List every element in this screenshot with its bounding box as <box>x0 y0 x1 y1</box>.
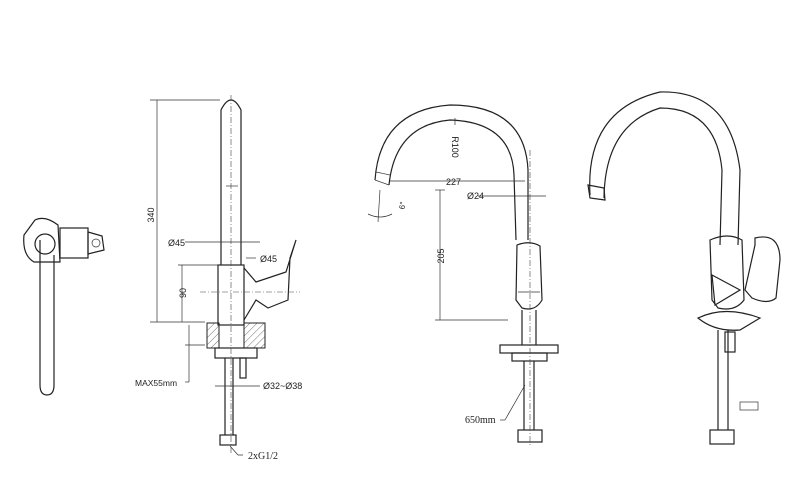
dim-dia-spout: Ø45 <box>168 238 185 248</box>
dim-clearance: 205 <box>436 248 446 263</box>
dim-radius: R100 <box>450 136 460 158</box>
dim-dia-body: Ø45 <box>260 254 277 264</box>
front-view <box>367 104 559 445</box>
dim-height-total: 340 <box>146 207 156 222</box>
dim-height-body: 90 <box>178 288 188 298</box>
dim-angle: 6° <box>397 201 407 210</box>
dim-dia-tube: Ø24 <box>467 191 484 201</box>
perspective-view <box>587 91 781 445</box>
dim-hole-range: Ø32~Ø38 <box>263 381 302 391</box>
top-view <box>23 217 105 396</box>
dim-connection: 2xG1/2 <box>248 451 278 462</box>
dim-max-thickness: MAX55mm <box>135 378 177 388</box>
side-view <box>150 95 300 456</box>
dim-reach: 227 <box>446 177 461 187</box>
dim-hose-length: 650mm <box>465 415 496 426</box>
